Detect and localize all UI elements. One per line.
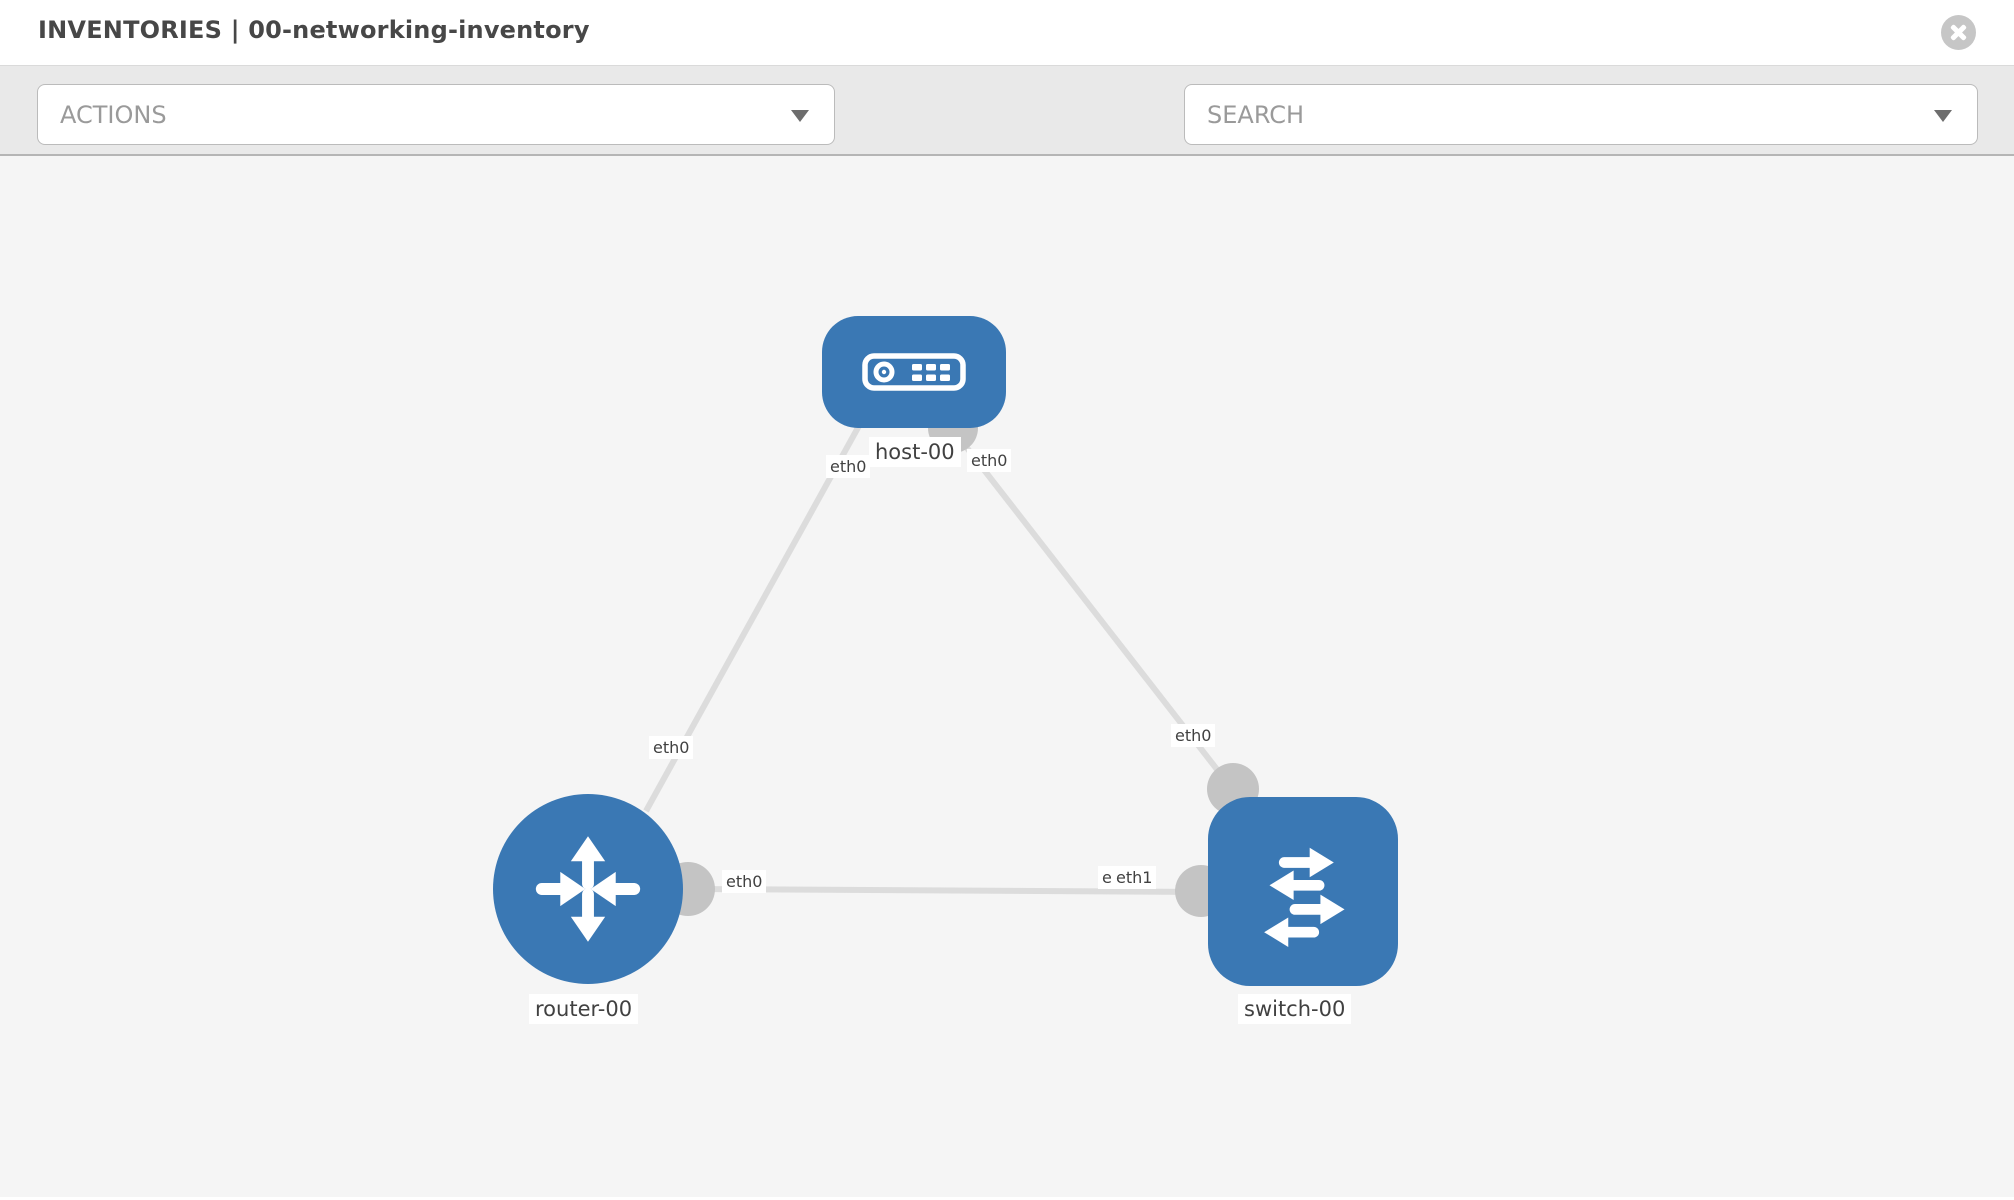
search-dropdown[interactable]: SEARCH — [1184, 84, 1978, 145]
chevron-down-icon — [1934, 110, 1952, 122]
iface-label-host-eth0-right: eth0 — [967, 449, 1012, 472]
close-icon[interactable] — [1941, 15, 1976, 50]
actions-dropdown[interactable]: ACTIONS — [37, 84, 835, 145]
iface-label-switch-eth0-top: eth0 — [1171, 724, 1216, 747]
node-label-host: host-00 — [869, 437, 961, 467]
switch-icon — [1264, 847, 1345, 947]
chevron-down-icon — [791, 110, 809, 122]
inventory-header: INVENTORIES | 00-networking-inventory — [0, 0, 2014, 65]
iface-label-host-eth0-left: eth0 — [826, 455, 871, 478]
iface-label-router-eth0-right: eth0 — [722, 870, 767, 893]
actions-dropdown-label: ACTIONS — [60, 100, 167, 129]
node-label-switch: switch-00 — [1238, 994, 1352, 1024]
iface-label-router-eth0-top: eth0 — [649, 736, 694, 759]
iface-label-switch-overlapping: eth0 eth1 — [1098, 866, 1178, 890]
node-label-router: router-00 — [529, 994, 639, 1024]
node-host-00[interactable] — [822, 316, 1006, 428]
node-router-00[interactable] — [493, 794, 683, 984]
router-icon — [535, 836, 641, 942]
node-switch-00[interactable] — [1208, 797, 1398, 986]
iface-label-switch-eth1: eth1 — [1112, 866, 1157, 889]
page-title: INVENTORIES | 00-networking-inventory — [38, 16, 590, 44]
links-layer — [643, 422, 1236, 895]
topology-toolbar: ACTIONS SEARCH — [0, 65, 2014, 200]
search-dropdown-label: SEARCH — [1207, 100, 1305, 129]
topology-canvas[interactable]: host-00 router-00 switch-00 eth0 eth0 et… — [0, 156, 2014, 1197]
host-icon — [862, 353, 966, 391]
link-router00-switch00[interactable] — [687, 886, 1206, 895]
